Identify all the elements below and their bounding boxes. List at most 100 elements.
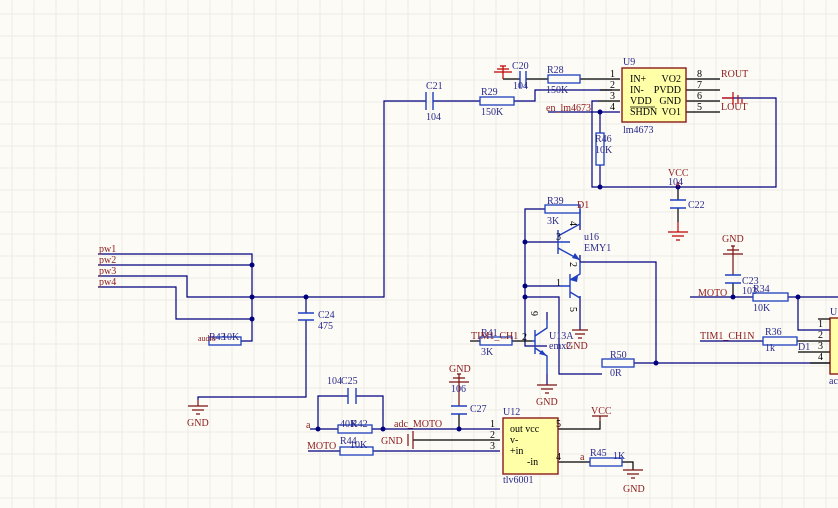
net-label-pw1: pw1	[99, 244, 116, 255]
net-label-tim1-ch1: TIM1_CH1	[471, 331, 518, 342]
net-label-gnd-u12: GND	[381, 436, 403, 447]
net-label-audio: audio	[198, 334, 216, 343]
r43-designator: R43	[209, 332, 226, 343]
r28-value: 150K	[546, 85, 569, 96]
capacitor-c22[interactable]	[670, 199, 686, 209]
u9-pin8-name: VO2	[662, 74, 681, 85]
ic-u12-body[interactable]	[502, 417, 559, 475]
r46-designator: R46	[595, 134, 612, 145]
u9-pin8-num: 8	[697, 69, 702, 80]
gnd-symbol-c27	[449, 373, 469, 383]
net-label-rout: ROUT	[721, 69, 748, 80]
capacitor-c21[interactable]	[425, 92, 434, 110]
u9-pin2-name: IN-	[630, 85, 644, 96]
c24-designator: C24	[318, 310, 335, 321]
net-label-gnd-c24: GND	[187, 418, 209, 429]
u12-pin1-num: 1	[490, 419, 495, 430]
capacitor-gnd-u12[interactable]	[407, 431, 414, 449]
net-label-en: en_lm4673	[546, 103, 591, 114]
u9-pin1-num: 1	[610, 69, 615, 80]
u9-pin7-name: PVDD	[654, 85, 681, 96]
u16-pin1: 1	[556, 278, 561, 289]
net-label-adc-moto: adc_MOTO	[394, 419, 442, 430]
c27-value: 106	[451, 384, 466, 395]
ic-u9[interactable]: U9 lm4673 IN+ IN- VDD SHDN VO2 PVDD GND …	[610, 57, 702, 136]
resistor-r41[interactable]	[479, 336, 513, 346]
u16-designator: u16	[584, 232, 599, 243]
u13a-designator: U13A	[549, 331, 574, 342]
net-label-moto-c23: MOTO	[698, 288, 727, 299]
net-label-gnd-u16: GND	[566, 341, 588, 352]
resistor-r50[interactable]	[601, 358, 635, 368]
net-label-tim1-ch1n: TIM1_CH1N	[700, 331, 754, 342]
r43-value: 10K	[222, 332, 240, 343]
resistor-r36[interactable]	[762, 336, 798, 346]
u12-pin-plus-in: +in	[510, 446, 523, 457]
transistor-u16-q2[interactable]	[558, 262, 581, 300]
capacitor-c24[interactable]	[298, 312, 314, 321]
c27-designator: C27	[470, 404, 487, 415]
capacitor-c27[interactable]	[451, 405, 467, 415]
resistor-r43[interactable]	[208, 336, 242, 346]
resistor-r44[interactable]	[339, 446, 374, 456]
u12-designator: U12	[503, 407, 520, 418]
capacitors	[298, 71, 743, 449]
net-label-d1-right: D1	[798, 342, 810, 353]
u9-pin4-num: 4	[610, 102, 615, 113]
r34-value: 10K	[753, 303, 771, 314]
resistor-r28[interactable]	[547, 74, 581, 84]
u9-part: lm4673	[623, 125, 654, 136]
r34-designator: R34	[753, 284, 770, 295]
u12-part: tlv6001	[503, 475, 534, 486]
u9-pin6-name: GND	[659, 96, 681, 107]
resistor-r45[interactable]	[589, 457, 623, 467]
ic-u12[interactable]: U12 tlv6001 out vcc v- +in -in 1 2 3 5 4	[490, 407, 561, 486]
capacitor-c25[interactable]	[347, 388, 357, 404]
r28-designator: R28	[547, 65, 564, 76]
transistor-u13a[interactable]	[532, 320, 548, 374]
u12-pin-out-vcc: out vcc	[510, 424, 540, 435]
u9-pin7-num: 7	[697, 80, 702, 91]
u9-pin4-name: SHDN	[630, 107, 657, 118]
transistor-u16-q1[interactable]	[557, 209, 581, 261]
u9-pin5-num: 5	[697, 102, 702, 113]
r39-designator: R39	[547, 196, 564, 207]
u-right-pin3: 3	[818, 341, 823, 352]
net-label-a-left: a	[306, 420, 311, 431]
net-label-a-r45: a	[580, 452, 585, 463]
resistor-r42[interactable]	[337, 424, 373, 434]
r44-designator: R44	[340, 436, 357, 447]
c25-designator: C25	[341, 376, 358, 387]
r44-value: 10K	[350, 440, 368, 451]
resistor-r34[interactable]	[752, 292, 789, 302]
ic-u-right[interactable]: U ac 1 2 3 4	[810, 307, 838, 387]
gnd-symbol-c24	[188, 400, 208, 415]
r42-value: 40K	[340, 419, 358, 430]
gnd-symbol-r45	[623, 469, 643, 479]
u9-pin1-name: IN+	[630, 74, 647, 85]
resistor-r29[interactable]	[479, 96, 515, 106]
capacitor-c23[interactable]	[725, 274, 741, 284]
c22-value: 104	[668, 177, 683, 188]
resistor-r46[interactable]	[595, 132, 605, 166]
c20-value: 104	[513, 81, 528, 92]
ic-u9-body[interactable]	[621, 67, 687, 123]
net-label-gnd-c27: GND	[449, 364, 471, 375]
r29-value: 150K	[481, 107, 504, 118]
net-label-pw2: pw2	[99, 255, 116, 266]
u-right-pin4: 4	[818, 352, 823, 363]
c21-value: 104	[426, 112, 441, 123]
c22-designator: C22	[688, 200, 705, 211]
capacitor-c20[interactable]	[519, 71, 527, 88]
net-label-moto-r44: MOTO	[307, 441, 336, 452]
u9-pin5-name: VO1	[662, 107, 681, 118]
u-right-pin1: 1	[818, 319, 823, 330]
net-label-pw4: pw4	[99, 277, 116, 288]
component-labels: C20 104 R28 150K C21 104 R29 150K R46 10…	[209, 61, 782, 462]
u9-pin3-num: 3	[610, 91, 615, 102]
u16-pin5: 5	[567, 307, 578, 312]
r36-value: 1k	[765, 343, 775, 354]
u12-pin-vminus: v-	[510, 435, 518, 446]
